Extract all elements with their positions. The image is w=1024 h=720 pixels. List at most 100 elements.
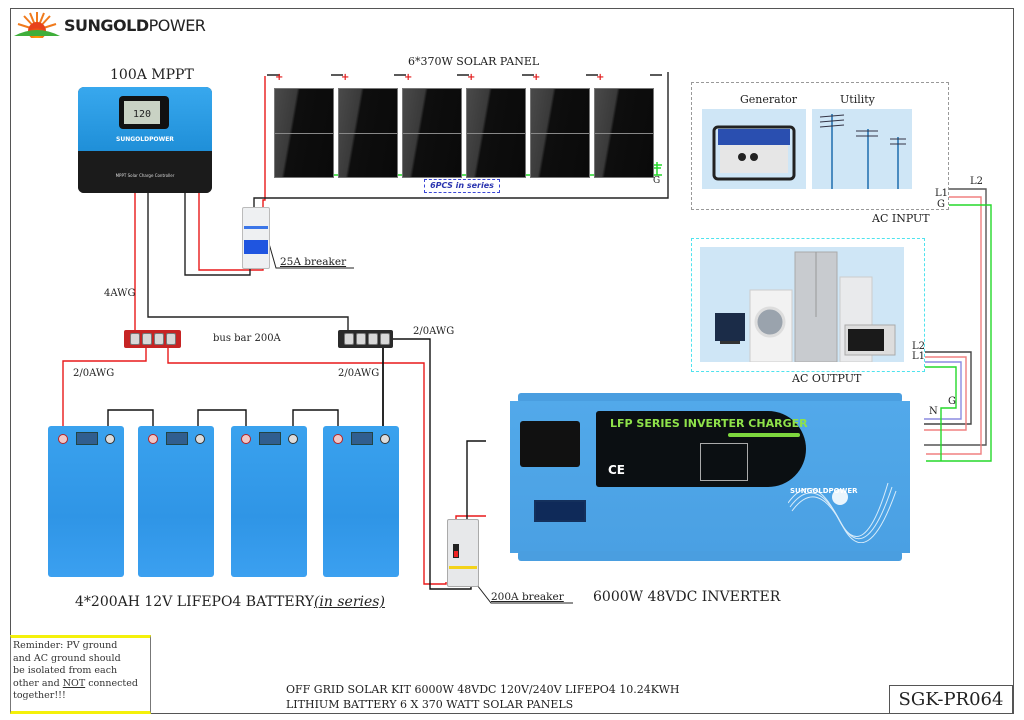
ac-input-terminal-l2: L2 (970, 176, 984, 187)
drawing-frame (10, 8, 1014, 714)
ac-output-l1-wire (924, 356, 967, 431)
solar-panel (338, 88, 398, 178)
pv-plus-icon: + (467, 72, 476, 83)
inverter-panel-title: LFP SERIES INVERTER CHARGER (610, 417, 808, 430)
footer-title-line2: LITHIUM BATTERY 6 X 370 WATT SOLAR PANEL… (286, 698, 574, 711)
logo-bold-text: SUNGOLD (64, 16, 149, 35)
breaker-to-inverter-positive (455, 515, 486, 519)
inverter: LFP SERIES INVERTER CHARGER CE SUNGOLDPO… (498, 393, 918, 563)
battery-breaker-label: 200A breaker (491, 591, 564, 603)
reminder-text: other and (13, 677, 63, 689)
inverter-lcd (534, 500, 586, 522)
pv-ground-label: G (653, 176, 661, 186)
busbar-to-breaker-negative (393, 338, 472, 590)
reminder-emphasis: NOT (62, 677, 86, 689)
ac-output-terminal-l2: L2 (912, 341, 926, 352)
positive-bus-bar (124, 330, 181, 348)
reminder-line: other and NOT connected (13, 678, 148, 691)
ac-output-n-wire (924, 361, 962, 420)
battery-label: 4*200AH 12V LIFEPO4 BATTERY(in series) (75, 594, 385, 610)
reminder-text: connected (85, 677, 138, 689)
battery-series-link (107, 409, 154, 430)
pv-breaker (242, 207, 270, 269)
pv-negative-wire (253, 72, 669, 207)
battery (138, 426, 214, 577)
battery-label-suffix: (in series) (313, 594, 385, 610)
solar-label: 6*370W SOLAR PANEL (408, 55, 540, 68)
ac-input-l1-wire (926, 196, 982, 455)
bus-bar-label: bus bar 200A (213, 333, 281, 344)
ac-input-g-wire (926, 204, 992, 462)
solar-panel (274, 88, 334, 178)
logo-light-text: POWER (148, 16, 206, 35)
solar-panel (402, 88, 462, 178)
sine-wave-icon (788, 482, 897, 543)
mppt-body-brand: SUNGOLDPOWER (116, 136, 174, 143)
footer-title-line1: OFF GRID SOLAR KIT 6000W 48VDC 120V/240V… (286, 683, 680, 696)
reminder-note: Reminder: PV ground and AC ground should… (10, 635, 151, 714)
generator-image (702, 109, 806, 189)
battery-breaker (447, 519, 479, 587)
pv-positive-wire (262, 76, 266, 207)
brand-logo: SUNGOLDPOWER (64, 16, 206, 35)
appliances-image (700, 247, 904, 362)
wire-gauge-label: 2/0AWG (73, 368, 115, 379)
series-tag: 6PCS in series (424, 179, 500, 193)
ac-output-terminal-l1: L1 (912, 351, 926, 362)
battery-label-main: 4*200AH 12V LIFEPO4 BATTERY (75, 594, 314, 610)
inverter-remote-panel (520, 421, 580, 467)
pv-breaker-leader (267, 239, 354, 269)
solar-panel (466, 88, 526, 178)
ce-mark-icon: CE (608, 463, 626, 477)
utility-image (812, 109, 912, 189)
breaker-to-inverter-negative (466, 440, 486, 519)
pv-breaker-label: 25A breaker (280, 256, 347, 268)
inverter-body-brand: SUNGOLDPOWER (790, 487, 858, 495)
solar-panel (594, 88, 654, 178)
battery (231, 426, 307, 577)
breaker-to-mppt-negative (184, 193, 251, 276)
part-number: SGK-PR064 (889, 685, 1013, 714)
mppt-label: 100A MPPT (110, 67, 194, 83)
mppt-lcd: 120 (119, 96, 169, 129)
ac-input-terminal-l1: L1 (935, 188, 949, 199)
ac-output-label: AC OUTPUT (792, 372, 862, 385)
pv-plus-icon: + (596, 72, 605, 83)
reminder-line: be isolated from each (13, 665, 118, 676)
pv-plus-icon: + (341, 72, 350, 83)
negative-bus-bar (338, 330, 393, 348)
battery-series-link (197, 409, 247, 430)
inverter-terminal-g: G (948, 396, 956, 407)
battery-breaker-leader (476, 584, 573, 604)
ac-input-l2-wire (924, 188, 987, 446)
ac-input-terminal-g: G (937, 199, 945, 210)
reminder-line: and AC ground should (13, 652, 121, 664)
ac-output-l2-wire (924, 351, 972, 425)
pv-plus-icon: + (404, 72, 413, 83)
battery-series-link (292, 409, 339, 430)
utility-label: Utility (840, 93, 875, 106)
mppt-to-busbar-negative (147, 193, 349, 334)
busbar-to-breaker-positive (167, 348, 447, 585)
battery (48, 426, 124, 577)
reminder-line: Reminder: PV ground (13, 640, 118, 651)
generator-label: Generator (740, 93, 798, 106)
mppt-display-value: 120 (124, 101, 160, 124)
inverter-front-panel: LFP SERIES INVERTER CHARGER CE (596, 411, 808, 487)
pv-plus-icon: + (532, 72, 541, 83)
ac-output-box (691, 238, 925, 372)
reminder-line: together!!! (13, 690, 66, 701)
sun-icon (14, 12, 60, 38)
solar-panel (530, 88, 590, 178)
pv-plus-icon: + (275, 72, 284, 83)
ac-input-box (691, 82, 949, 210)
ac-input-label: AC INPUT (872, 212, 930, 225)
busbar-to-battery-positive (62, 348, 147, 430)
wire-gauge-label: 2/0AWG (413, 326, 455, 337)
inverter-terminal-n: N (929, 406, 938, 417)
wire-gauge-label: 2/0AWG (338, 368, 380, 379)
inverter-label: 6000W 48VDC INVERTER (593, 589, 781, 605)
battery (323, 426, 399, 577)
mppt-controller: 120 SUNGOLDPOWER MPPT Solar Charge Contr… (78, 87, 212, 193)
